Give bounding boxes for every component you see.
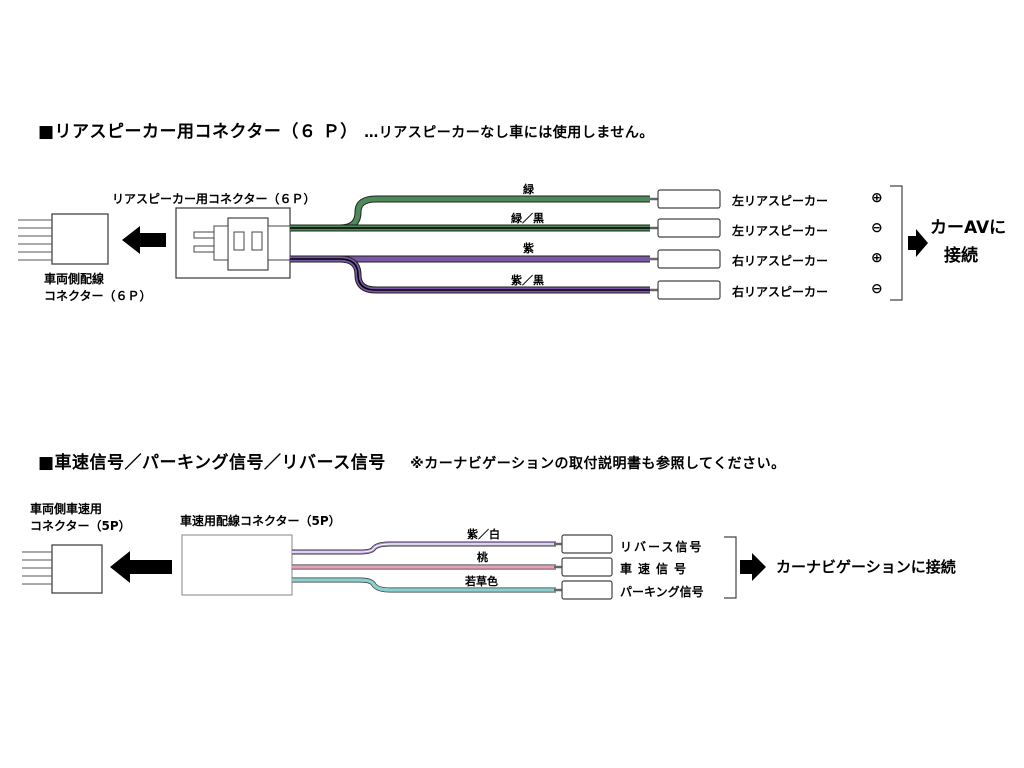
arrow-right-icon (908, 229, 928, 257)
speaker-label: 左リアスピーカー (732, 224, 829, 238)
arrow-left-icon (122, 226, 166, 254)
arrow-right-icon (740, 553, 766, 581)
wire-color-label: 紫／黒 (511, 274, 544, 287)
signal-label-reverse: リバース信号 (620, 540, 704, 554)
speaker-terminals (650, 189, 721, 300)
vehicle-connector-6p (18, 213, 109, 265)
wire-0-outline (290, 195, 650, 232)
wire-3-stripe (290, 258, 650, 291)
minus-icon: ⊖ (871, 220, 883, 236)
section1-heading: ■リアスピーカー用コネクター（６ Ｐ） …リアスピーカーなし車には使用しません。 (38, 117, 654, 142)
destination-line2: 接続 (944, 246, 978, 266)
plus-icon: ⊕ (871, 250, 883, 266)
wire-3 (290, 256, 650, 293)
speaker-label: 右リアスピーカー (732, 254, 829, 268)
section2-heading-title: ■車速信号／パーキング信号／リバース信号 (38, 453, 386, 473)
signal-terminal-1 (561, 557, 613, 577)
bracket-2 (724, 536, 737, 599)
signal-label-speed: 車速信号 (620, 562, 693, 576)
wire-color-label: 緑／黒 (511, 212, 544, 225)
vehicle-speed-harness-connector (181, 534, 293, 596)
vehicle-speed-connector-label-1: 車両側車速用 (30, 502, 103, 516)
bracket-1 (890, 185, 903, 301)
speaker-label: 左リアスピーカー (732, 194, 829, 208)
section2-heading-note: ※カーナビゲーションの取付説明書も参照してください。 (410, 456, 786, 472)
rear-speaker-connector-label: リアスピーカー用コネクター（６Ｐ） (112, 192, 316, 206)
terminal-3 (657, 280, 721, 300)
speaker-wires (290, 195, 650, 294)
vehicle-connector-label-2: コネクター（６Ｐ） (44, 289, 152, 303)
wire-0 (290, 196, 650, 231)
wire-color-label: 緑 (523, 183, 534, 196)
wire-color-label: 若草色 (465, 575, 498, 588)
rear-speaker-connector (175, 207, 291, 279)
signal-wire-0-stripe (292, 543, 556, 553)
vehicle-speed-connector-label-2: コネクター（5P） (30, 519, 131, 533)
terminal-0 (657, 189, 721, 209)
section1-heading-note: …リアスピーカーなし車には使用しません。 (364, 125, 654, 141)
signal-wire-0 (292, 542, 556, 554)
speed-connector-label: 車速用配線コネクター（5P） (180, 514, 341, 528)
signal-terminal-0 (561, 534, 613, 554)
wire-3-outline (290, 255, 650, 294)
plus-icon: ⊕ (871, 190, 883, 206)
section2-heading: ■車速信号／パーキング信号／リバース信号 ※カーナビゲーションの取付説明書も参照… (38, 448, 786, 473)
minus-icon: ⊖ (871, 281, 883, 297)
signal-wires (292, 541, 556, 593)
destination-car-navi: カーナビゲーションに接続 (776, 558, 956, 576)
terminal-2 (657, 249, 721, 269)
speaker-label: 右リアスピーカー (732, 285, 829, 299)
signal-terminal-2 (561, 580, 613, 600)
terminal-1 (657, 218, 721, 238)
section1-heading-title: ■リアスピーカー用コネクター（６ Ｐ） (38, 122, 358, 142)
wire-color-label: 紫／白 (467, 528, 500, 541)
signal-terminals (554, 534, 613, 600)
destination-car-av: カーAVに 接続 (930, 214, 1006, 270)
signal-wire-2 (292, 578, 556, 592)
wire-color-label: 桃 (477, 551, 488, 564)
destination-line1: カーAVに (930, 218, 1007, 238)
arrow-left-icon (110, 551, 172, 583)
signal-label-parking: パーキング信号 (620, 585, 704, 599)
vehicle-speed-connector-5p (22, 544, 103, 594)
wire-color-label: 紫 (523, 242, 534, 255)
vehicle-connector-label-1: 車両側配線 (44, 272, 105, 286)
